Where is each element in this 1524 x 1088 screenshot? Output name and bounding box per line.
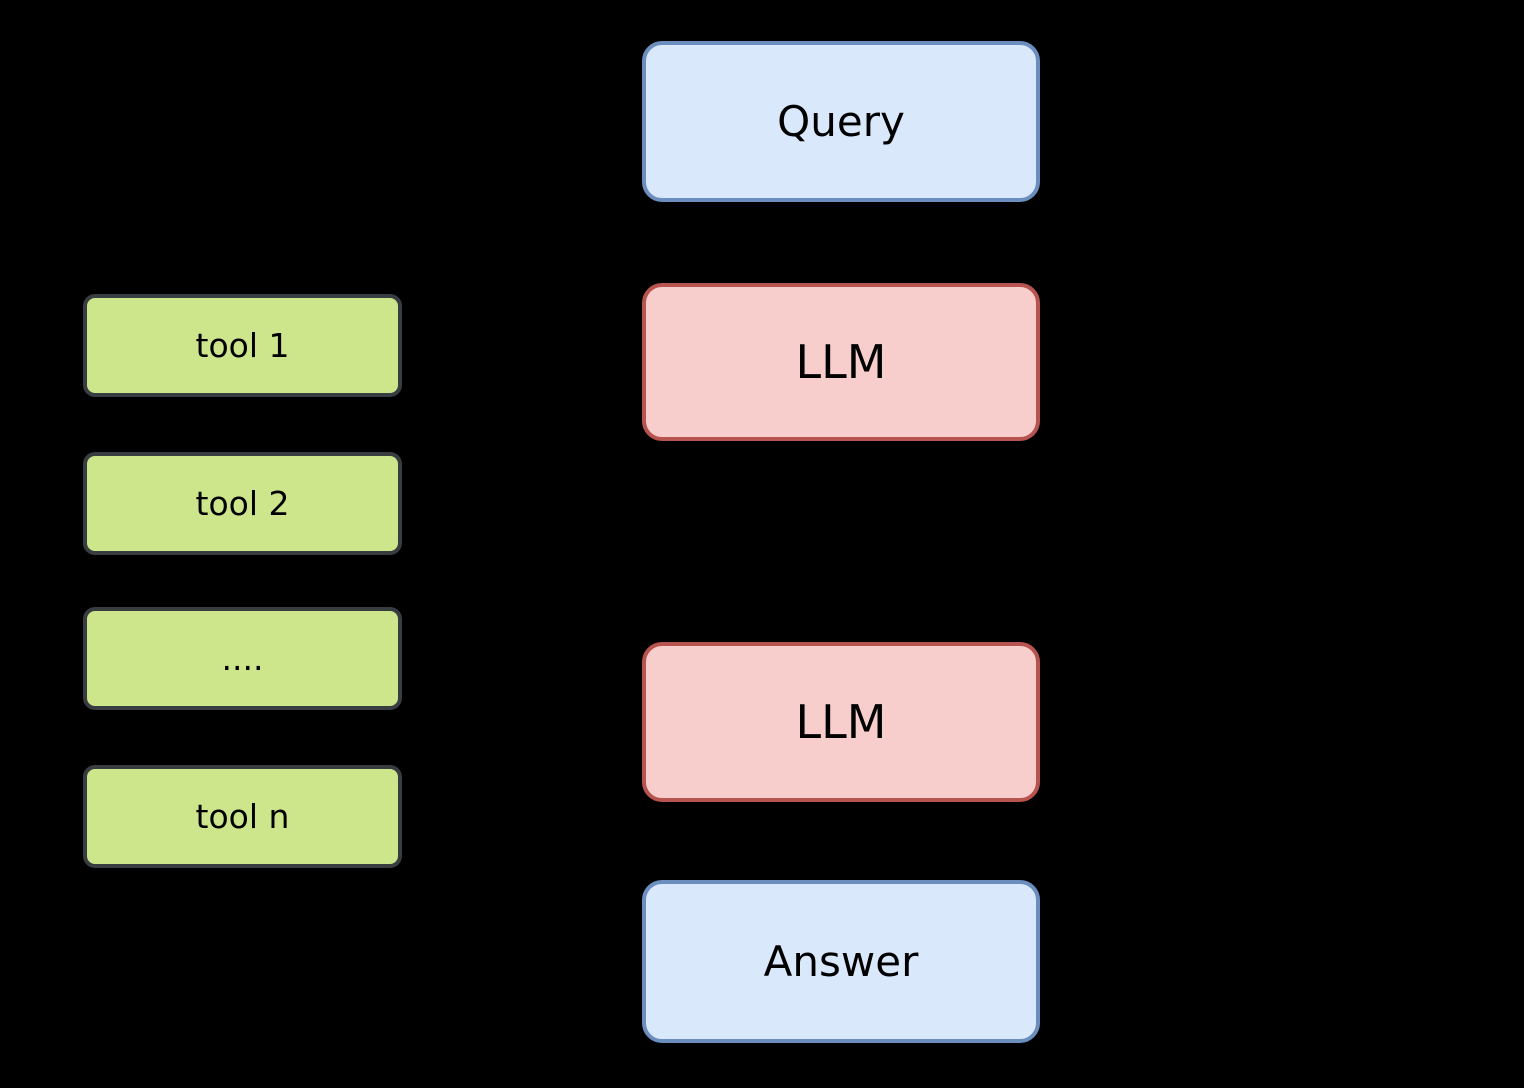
query-node: Query	[642, 41, 1040, 202]
tool-n-label: tool n	[195, 797, 290, 836]
llm-node-2-label: LLM	[795, 695, 887, 749]
tool-n-node: tool n	[83, 765, 402, 868]
tool-1-node: tool 1	[83, 294, 402, 397]
tool-2-node: tool 2	[83, 452, 402, 555]
tool-2-label: tool 2	[195, 484, 290, 523]
llm-node-1: LLM	[642, 283, 1040, 441]
answer-node-label: Answer	[763, 937, 919, 986]
answer-node: Answer	[642, 880, 1040, 1043]
llm-node-1-label: LLM	[795, 335, 887, 389]
tool-ellipsis-node: ....	[83, 607, 402, 710]
tool-1-label: tool 1	[195, 326, 290, 365]
llm-node-2: LLM	[642, 642, 1040, 802]
query-node-label: Query	[777, 97, 905, 146]
tool-ellipsis-label: ....	[221, 639, 264, 678]
